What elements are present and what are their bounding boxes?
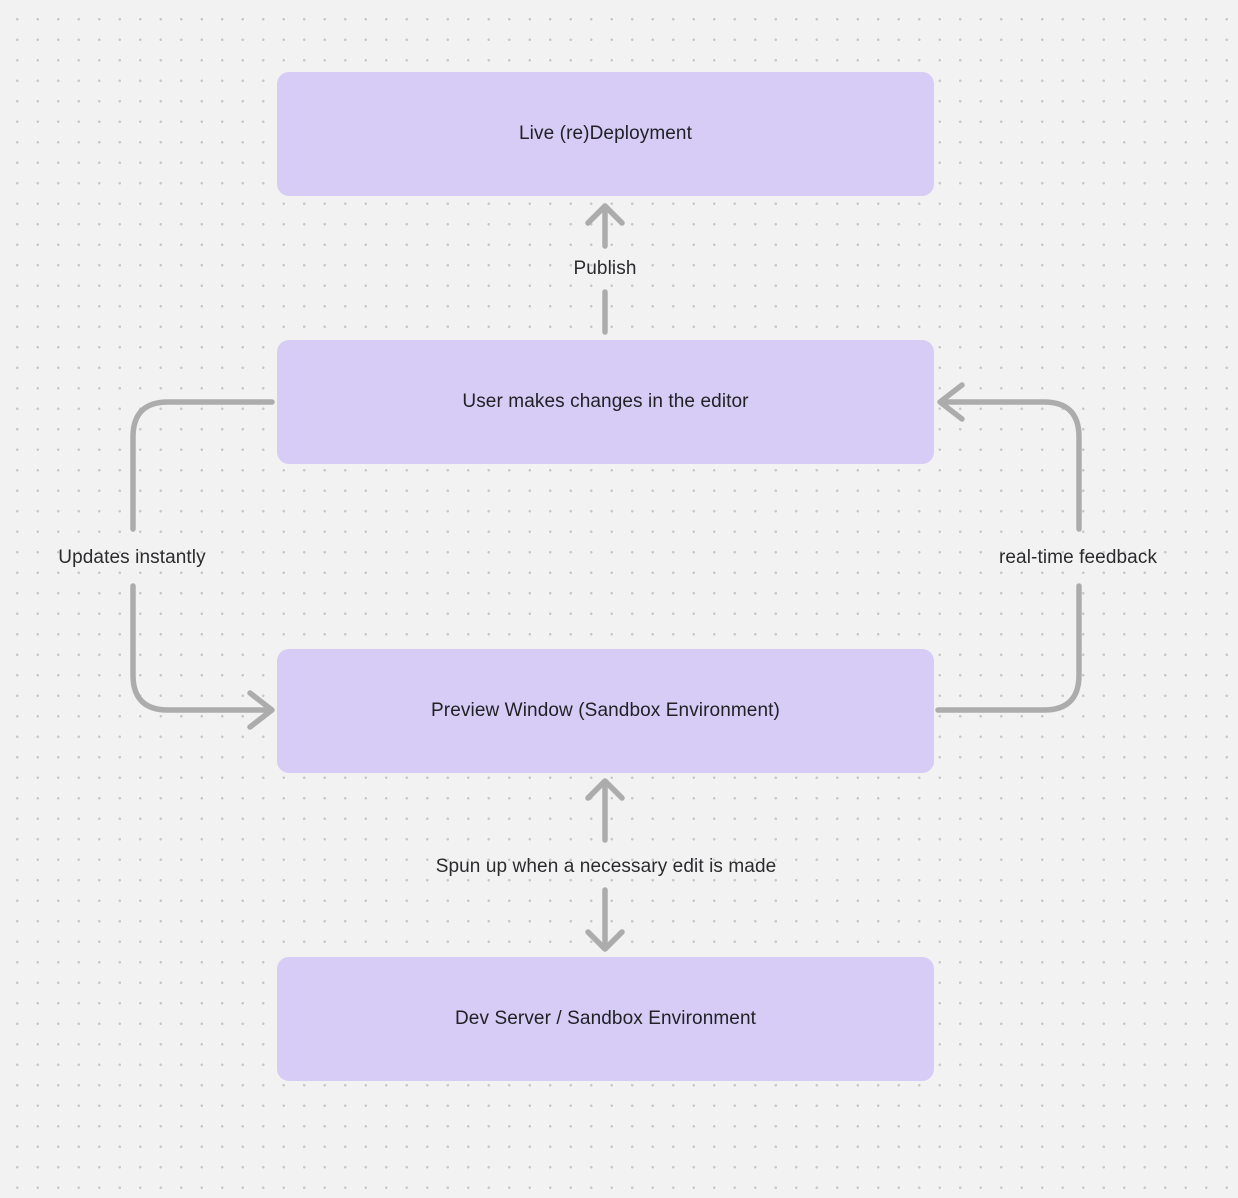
edge-label-publish: Publish — [573, 258, 637, 279]
node-live-redeployment: Live (re)Deployment — [277, 72, 934, 196]
node-dev-server: Dev Server / Sandbox Environment — [277, 957, 934, 1081]
arrow-updates-instantly — [130, 399, 275, 730]
node-dev-server-label: Dev Server / Sandbox Environment — [454, 1008, 756, 1029]
node-preview-window-label: Preview Window (Sandbox Environment) — [431, 700, 780, 721]
node-preview-window: Preview Window (Sandbox Environment) — [277, 649, 934, 773]
arrow-real-time-feedback — [935, 382, 1082, 713]
node-editor-changes: User makes changes in the editor — [277, 340, 934, 464]
arrow-publish — [585, 203, 625, 335]
edge-label-spun-up: Spun up when a necessary edit is made — [435, 856, 777, 877]
edge-label-updates-instantly: Updates instantly — [58, 547, 206, 568]
node-live-redeployment-label: Live (re)Deployment — [519, 123, 692, 144]
edge-label-real-time-feedback: real-time feedback — [998, 547, 1158, 568]
node-editor-changes-label: User makes changes in the editor — [462, 391, 749, 412]
arrow-spun-up — [585, 778, 625, 952]
